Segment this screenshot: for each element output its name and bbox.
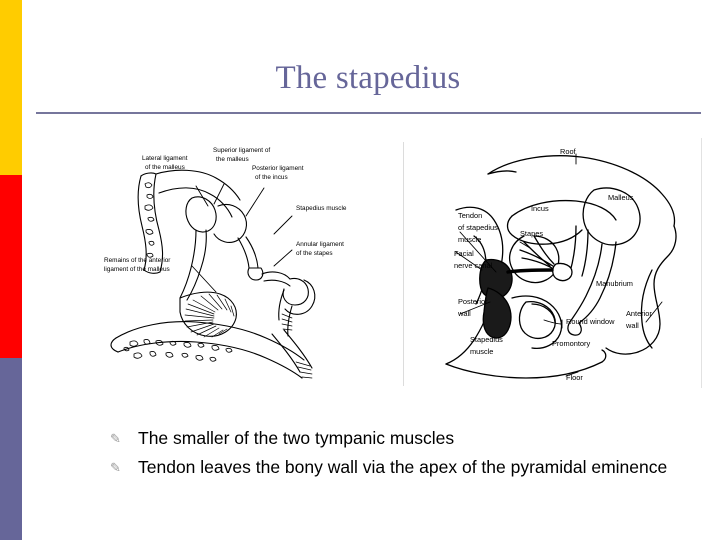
left-anatomy-figure: Lateral ligament of the malleus Superior… [96, 138, 396, 388]
label-posterior-wall-line2: wall [457, 309, 471, 318]
label-posterior-ligament-line1: Posterior ligament [252, 165, 304, 172]
bullet-item: ✎ Tendon leaves the bony wall via the ap… [108, 454, 668, 481]
label-anterior-wall-line2: wall [625, 321, 639, 330]
label-manubrium: Manubrium [596, 279, 633, 288]
label-malleus: Malleus [608, 193, 634, 202]
label-superior-ligament-line1: Superior ligament of [213, 147, 270, 154]
label-anterior-wall-line1: Anterior [626, 309, 652, 318]
bullet-list: ✎ The smaller of the two tympanic muscle… [108, 425, 668, 483]
label-annular-ligament-line2: of the stapes [296, 250, 333, 257]
bullet-glyph-icon: ✎ [110, 460, 121, 475]
label-round-window: Round window [566, 317, 615, 326]
page-title: The stapedius [275, 60, 461, 96]
figure-panel-right-border [701, 138, 702, 388]
label-stapedius-muscle-line1: Stapedius [470, 335, 503, 344]
label-tendon-stapedius-line1: Tendon [458, 211, 482, 220]
label-incus: Incus [531, 204, 549, 213]
color-bar-red-segment [0, 175, 22, 358]
label-stapedius-muscle: Stapedius muscle [296, 205, 347, 212]
right-figure-labels: Roof Incus Malleus Tendon of stapedius m… [454, 147, 652, 382]
bullet-item: ✎ The smaller of the two tympanic muscle… [108, 425, 668, 452]
label-posterior-ligament-line2: of the incus [255, 174, 288, 181]
label-roof: Roof [560, 147, 577, 156]
label-annular-ligament-line1: Annular ligament [296, 241, 344, 248]
figure-panel-divider [403, 142, 404, 386]
left-color-bar [0, 0, 22, 540]
color-bar-yellow-segment [0, 0, 22, 175]
label-floor: Floor [566, 373, 583, 382]
label-superior-ligament-line2: the malleus [216, 156, 249, 163]
label-facial-nerve-canal-line1: Facial [454, 249, 474, 258]
bullet-text: Tendon leaves the bony wall via the apex… [138, 457, 668, 477]
label-lateral-ligament-line2: of the malleus [145, 164, 185, 171]
label-lateral-ligament-line1: Lateral ligament [142, 155, 188, 162]
bullet-text: The smaller of the two tympanic muscles [138, 428, 455, 448]
label-tendon-stapedius-line2: of stapedius [458, 223, 498, 232]
label-remains-anterior-ligament-line2: ligament of the malleus [104, 266, 170, 273]
label-promontory: Promontory [552, 339, 591, 348]
label-remains-anterior-ligament-line1: Remains of the anterior [104, 257, 171, 264]
title-divider-rule [36, 112, 701, 114]
label-tendon-stapedius-line3: muscle [458, 235, 481, 244]
left-figure-labels: Lateral ligament of the malleus Superior… [104, 147, 347, 273]
label-facial-nerve-canal-line2: nerve canal [454, 261, 493, 270]
right-anatomy-figure: Roof Incus Malleus Tendon of stapedius m… [416, 138, 706, 388]
color-bar-purple-segment [0, 358, 22, 540]
bullet-glyph-icon: ✎ [110, 431, 121, 446]
label-stapes: Stapes [520, 229, 543, 238]
label-stapedius-muscle-line2: muscle [470, 347, 493, 356]
label-posterior-wall-line1: Posterior [458, 297, 488, 306]
figure-panel: Lateral ligament of the malleus Superior… [36, 138, 702, 388]
